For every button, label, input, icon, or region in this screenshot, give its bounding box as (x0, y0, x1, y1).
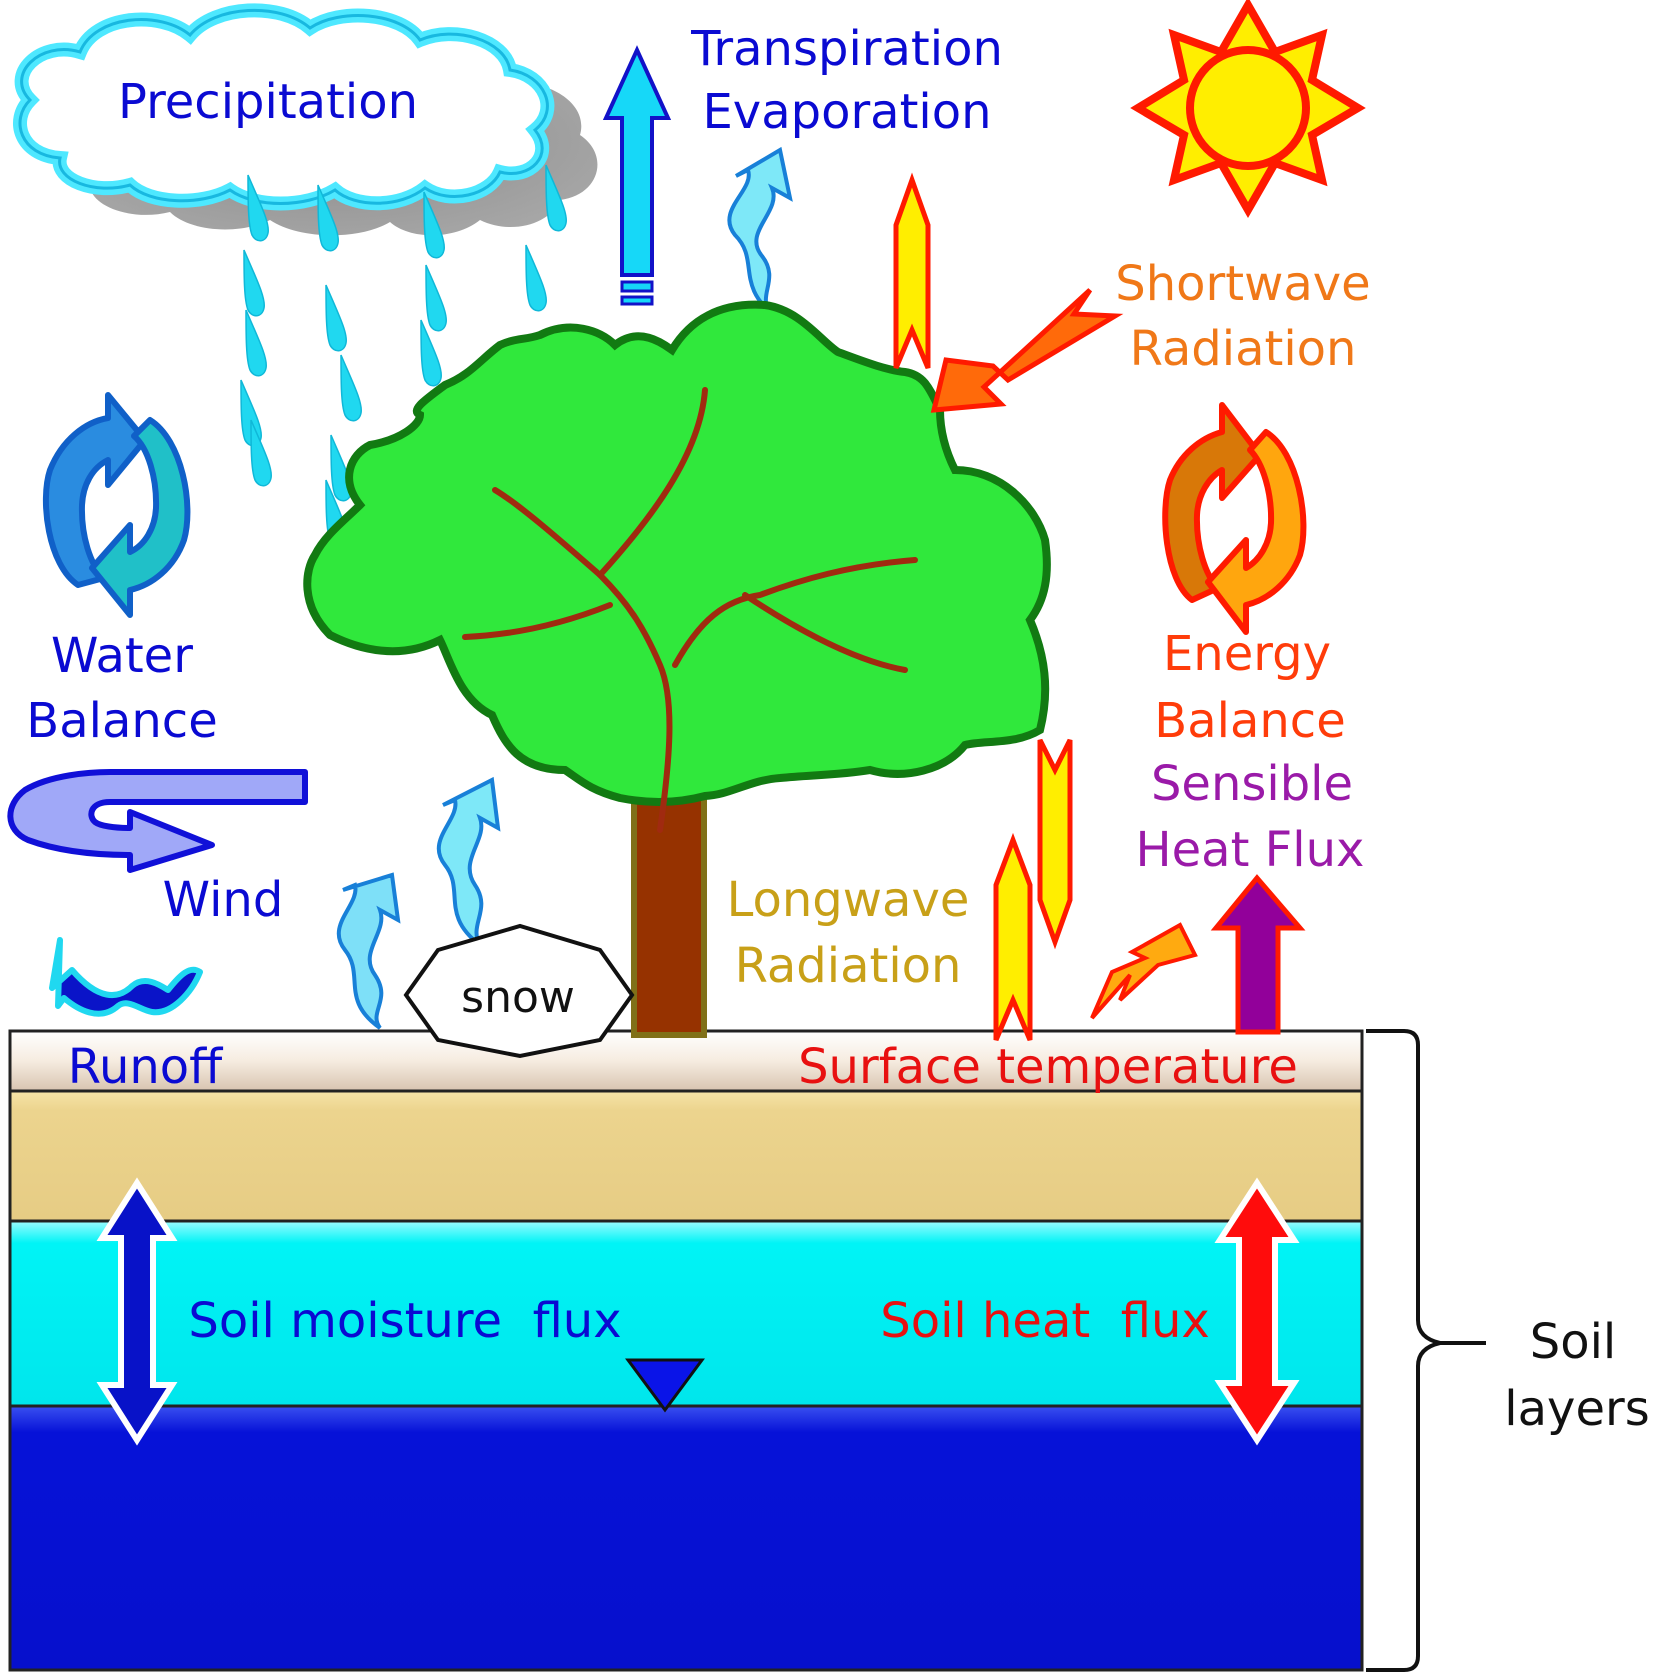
sun-icon (1130, 0, 1366, 219)
soil-layers-label-line2: layers (1504, 1381, 1649, 1437)
energy-balance-label-line2: Balance (1154, 693, 1345, 749)
soil-moisture-flux-arrow (96, 1177, 178, 1446)
longwave-label-line2: Radiation (735, 938, 962, 994)
tree (303, 300, 1051, 1038)
shortwave-radiation-arrow (930, 288, 1124, 413)
rain-drop (545, 164, 567, 232)
rain-drop (425, 264, 447, 332)
soil-layers-label-line1: Soil (1530, 1314, 1617, 1370)
water-balance-label-line1: Water (51, 628, 193, 684)
sensible-heat-flux-arrow (1210, 874, 1306, 1035)
lightning-icon (1090, 922, 1198, 1020)
longwave-down-arrow (1037, 738, 1073, 950)
sensible-heat-label-line2: Heat Flux (1136, 822, 1365, 878)
soil-heat-flux-label: Soil heat flux (880, 1293, 1210, 1349)
longwave-up-arrow-canopy (893, 172, 931, 369)
water-balance-label-line2: Balance (26, 693, 217, 749)
u-turn-arrow-icon (7, 769, 308, 873)
snow-label: snow (461, 972, 575, 1023)
rain-drop (340, 354, 362, 422)
rain-drop (420, 319, 442, 387)
rain-drop (325, 284, 347, 352)
rain-drop (247, 174, 269, 242)
evaporation-wavy-arrow-ground-2 (436, 776, 501, 947)
snow-badge (403, 923, 635, 1059)
rain-drop (525, 244, 547, 312)
runoff-label: Runoff (68, 1039, 223, 1095)
transpiration-arrow (602, 45, 672, 306)
shortwave-label-line1: Shortwave (1115, 256, 1370, 312)
precipitation-label: Precipitation (118, 74, 418, 130)
rain-drop (423, 191, 445, 259)
rain-drops (240, 164, 567, 547)
evaporation-wavy-arrow-canopy (727, 146, 793, 318)
cloud-icon (13, 3, 598, 236)
rain-drop (243, 249, 265, 317)
soil-layers-brace (1366, 1029, 1441, 1672)
soil-heat-flux-arrow (1214, 1177, 1300, 1446)
water-table-triangle-icon (625, 1358, 705, 1413)
runoff-wavy-arrow (49, 937, 203, 1017)
evaporation-wavy-arrow-ground-1 (336, 872, 401, 1030)
transpiration-label: Transpiration (690, 21, 1003, 77)
evaporation-label: Evaporation (702, 84, 991, 140)
wind-label: Wind (163, 872, 284, 928)
energy-balance-cycle-icon (1162, 402, 1307, 635)
water-balance-cycle-icon (42, 392, 191, 618)
longwave-up-arrow-surface (993, 832, 1033, 1041)
tan-soil-layer (8, 1089, 1364, 1223)
rain-drop (250, 419, 272, 487)
sun-disc (1186, 46, 1310, 170)
tree-canopy (303, 300, 1051, 806)
tree-branches (462, 387, 918, 833)
deep-blue-soil-layer (8, 1404, 1364, 1672)
rain-drop (245, 309, 267, 377)
longwave-label-line1: Longwave (727, 872, 970, 928)
tree-trunk (631, 792, 707, 1038)
soil-moisture-flux-label: Soil moisture flux (188, 1293, 621, 1349)
sensible-heat-label-line1: Sensible (1151, 756, 1353, 812)
surface-layer (8, 1029, 1364, 1093)
soil-column (8, 1029, 1364, 1672)
energy-balance-label-line1: Energy (1163, 626, 1331, 682)
shortwave-label-line2: Radiation (1130, 321, 1357, 377)
surface-temperature-label: Surface temperature (798, 1039, 1298, 1095)
rain-drop (317, 184, 339, 252)
